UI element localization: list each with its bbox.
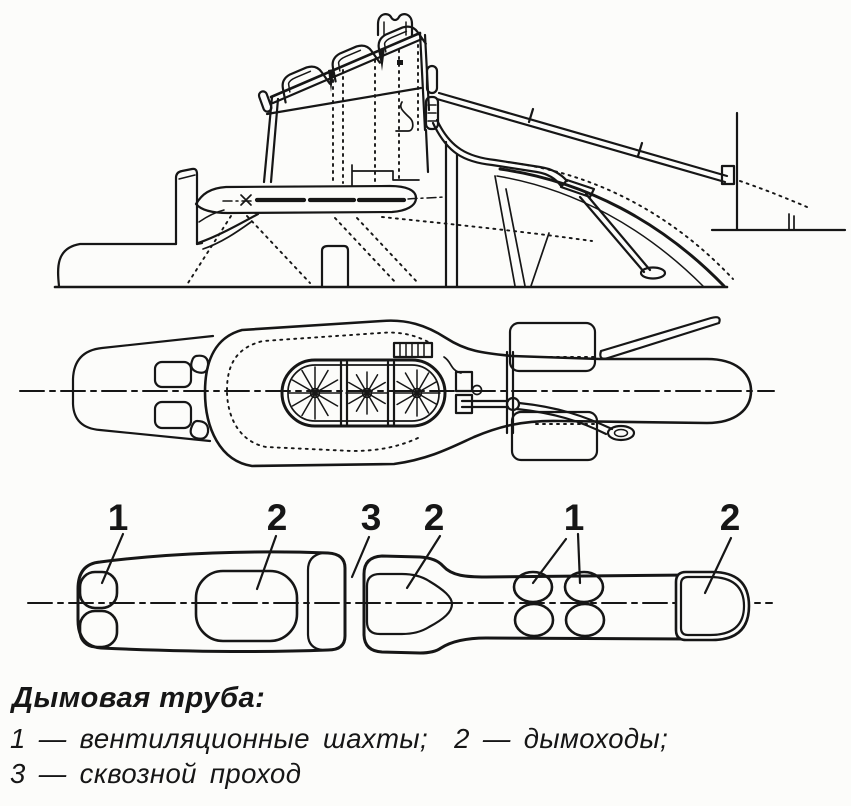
hidden-diagonals [187, 215, 419, 284]
label-2-mid: 2 [424, 497, 445, 538]
label-2-left: 2 [267, 497, 288, 538]
long-pipe [435, 91, 729, 184]
funnel-right-bracket [425, 64, 439, 95]
step-bracket [351, 164, 420, 187]
caption-line-2: 3 — сквозной проход [10, 758, 302, 789]
casing-dotted-inner-bottom [226, 392, 419, 452]
fitting-b [454, 393, 474, 415]
ramp-edge [196, 212, 260, 245]
funnel-top-edge-2 [271, 37, 424, 105]
funnel-left-bracket [257, 90, 273, 113]
aft-hidden-curve [739, 180, 808, 208]
hidden-deck-edge [381, 216, 593, 242]
smoke-duct-left [194, 569, 299, 643]
section-number-labels: 1 2 3 2 1 2 [108, 497, 741, 538]
smoke-duct-right-inner [679, 575, 746, 637]
caption-line-1: 1 — вентиляционные шахты; 2 — дымоходы; [10, 723, 669, 754]
funnel-right-ladder [424, 95, 440, 131]
deck-fitting-top [190, 354, 210, 374]
ladder-rungs [427, 104, 437, 122]
deck-fitting-bottom [189, 419, 210, 440]
fitting-circle [471, 384, 483, 396]
aft-dome-rim [498, 167, 726, 288]
pipe-joints [527, 107, 644, 158]
plan-view [19, 316, 775, 468]
fitting-a [454, 370, 474, 393]
deckhouse-outline [56, 241, 204, 288]
section-left-inner-rim [306, 551, 324, 652]
casing-slant-lines [494, 175, 550, 287]
funnel-cap-base-line [265, 86, 423, 116]
aft-tick-marks [788, 213, 795, 230]
funnel-hidden-verticals [332, 44, 419, 184]
davit-base [392, 341, 434, 359]
funnel-top-edge [269, 31, 422, 99]
support-strut [578, 192, 652, 274]
smoke-duct-right [674, 570, 751, 642]
casing-dotted-inner-top [226, 331, 433, 391]
leader-lines [100, 532, 733, 595]
vent-post-cap-line [178, 174, 196, 180]
casing-verticals [444, 140, 459, 288]
vent-shaft-bottom [78, 609, 119, 649]
vent-post [174, 167, 199, 246]
plan-pipe-blob-inner [613, 428, 629, 438]
plan-pipe [460, 399, 510, 409]
strut-foot [639, 266, 667, 280]
aft-dome-inner-rim [496, 175, 704, 287]
vent-shaft-top [78, 570, 119, 610]
side-elevation-view [53, 13, 847, 289]
deck-structure [320, 244, 350, 289]
section-view: 1 2 3 2 1 2 [27, 497, 773, 655]
fitting-s-curve [443, 356, 462, 374]
pipe-end-fitting [720, 164, 736, 186]
leader-1-right [531, 532, 582, 585]
section-right-outline [362, 554, 692, 655]
plan-box-top [508, 321, 597, 373]
vent-shaft-3 [513, 602, 555, 638]
funnel-casing-outline [203, 319, 753, 468]
deck-outline [71, 334, 215, 443]
hook-pipe [395, 101, 414, 132]
leader-2-right [703, 536, 733, 595]
plan-box-bottom [510, 410, 599, 462]
leader-2-left [255, 534, 278, 591]
ramp-curve [198, 209, 225, 223]
vent-shaft-2 [563, 570, 605, 604]
leader-3 [350, 535, 371, 579]
hatch-top [153, 360, 193, 389]
label-3: 3 [361, 497, 382, 538]
small-fitting [397, 60, 403, 65]
label-1-left: 1 [108, 497, 129, 538]
hatch-bottom [153, 400, 193, 430]
vent-shaft-4 [564, 602, 606, 638]
caption-title: Дымовая труба: [12, 682, 266, 714]
grating-spoke-wheels [289, 367, 440, 419]
leader-2-mid [405, 534, 442, 590]
smoke-duct-mid [365, 572, 454, 636]
vent-shaft-1 [512, 570, 554, 604]
pennant-fin-2 [379, 48, 385, 71]
section-left-outline [76, 550, 347, 653]
pennant-fin-1 [328, 69, 334, 92]
grating-outline [280, 358, 447, 428]
spar [599, 316, 721, 360]
leader-1-left [100, 532, 125, 585]
funnel-top-handle-inner [383, 21, 407, 36]
platform-x-mark [240, 194, 252, 206]
funnel-top-handle [376, 13, 414, 37]
funnel-right-edge [418, 31, 431, 174]
davit-base-stripes [399, 343, 425, 357]
plan-curved-pipe [515, 401, 614, 436]
label-1-right: 1 [564, 497, 585, 538]
ramp-edge-2 [202, 221, 252, 250]
label-2-right: 2 [720, 497, 741, 538]
aft-dome-dotted-rim [506, 161, 734, 280]
plan-pipe-blob [606, 424, 636, 442]
